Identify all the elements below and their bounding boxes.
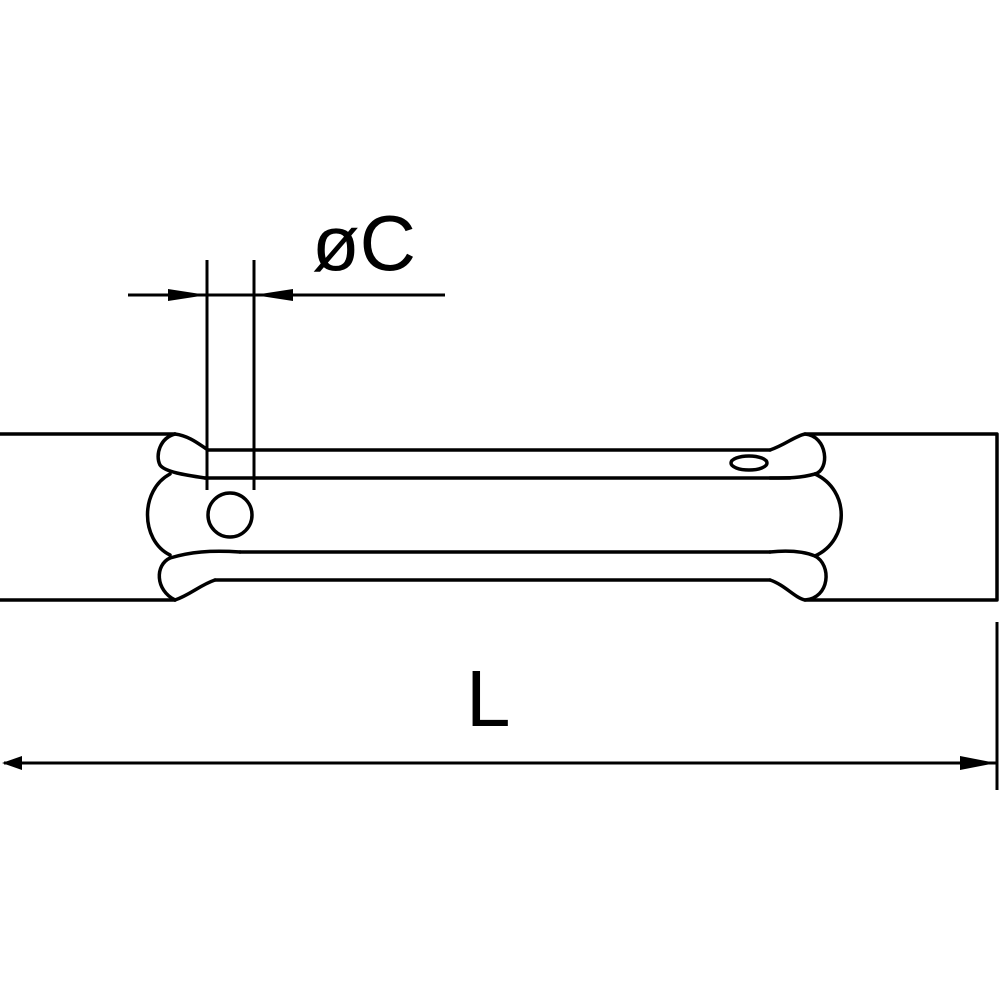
right-end xyxy=(729,432,999,602)
length-dimension xyxy=(2,622,999,790)
left-end xyxy=(0,432,242,602)
diameter-label: øC xyxy=(312,199,416,287)
shaft xyxy=(203,448,792,582)
length-label: L xyxy=(466,654,511,743)
round-hole xyxy=(206,491,254,539)
oval-hole xyxy=(729,454,769,472)
diameter-dimension xyxy=(128,260,445,490)
